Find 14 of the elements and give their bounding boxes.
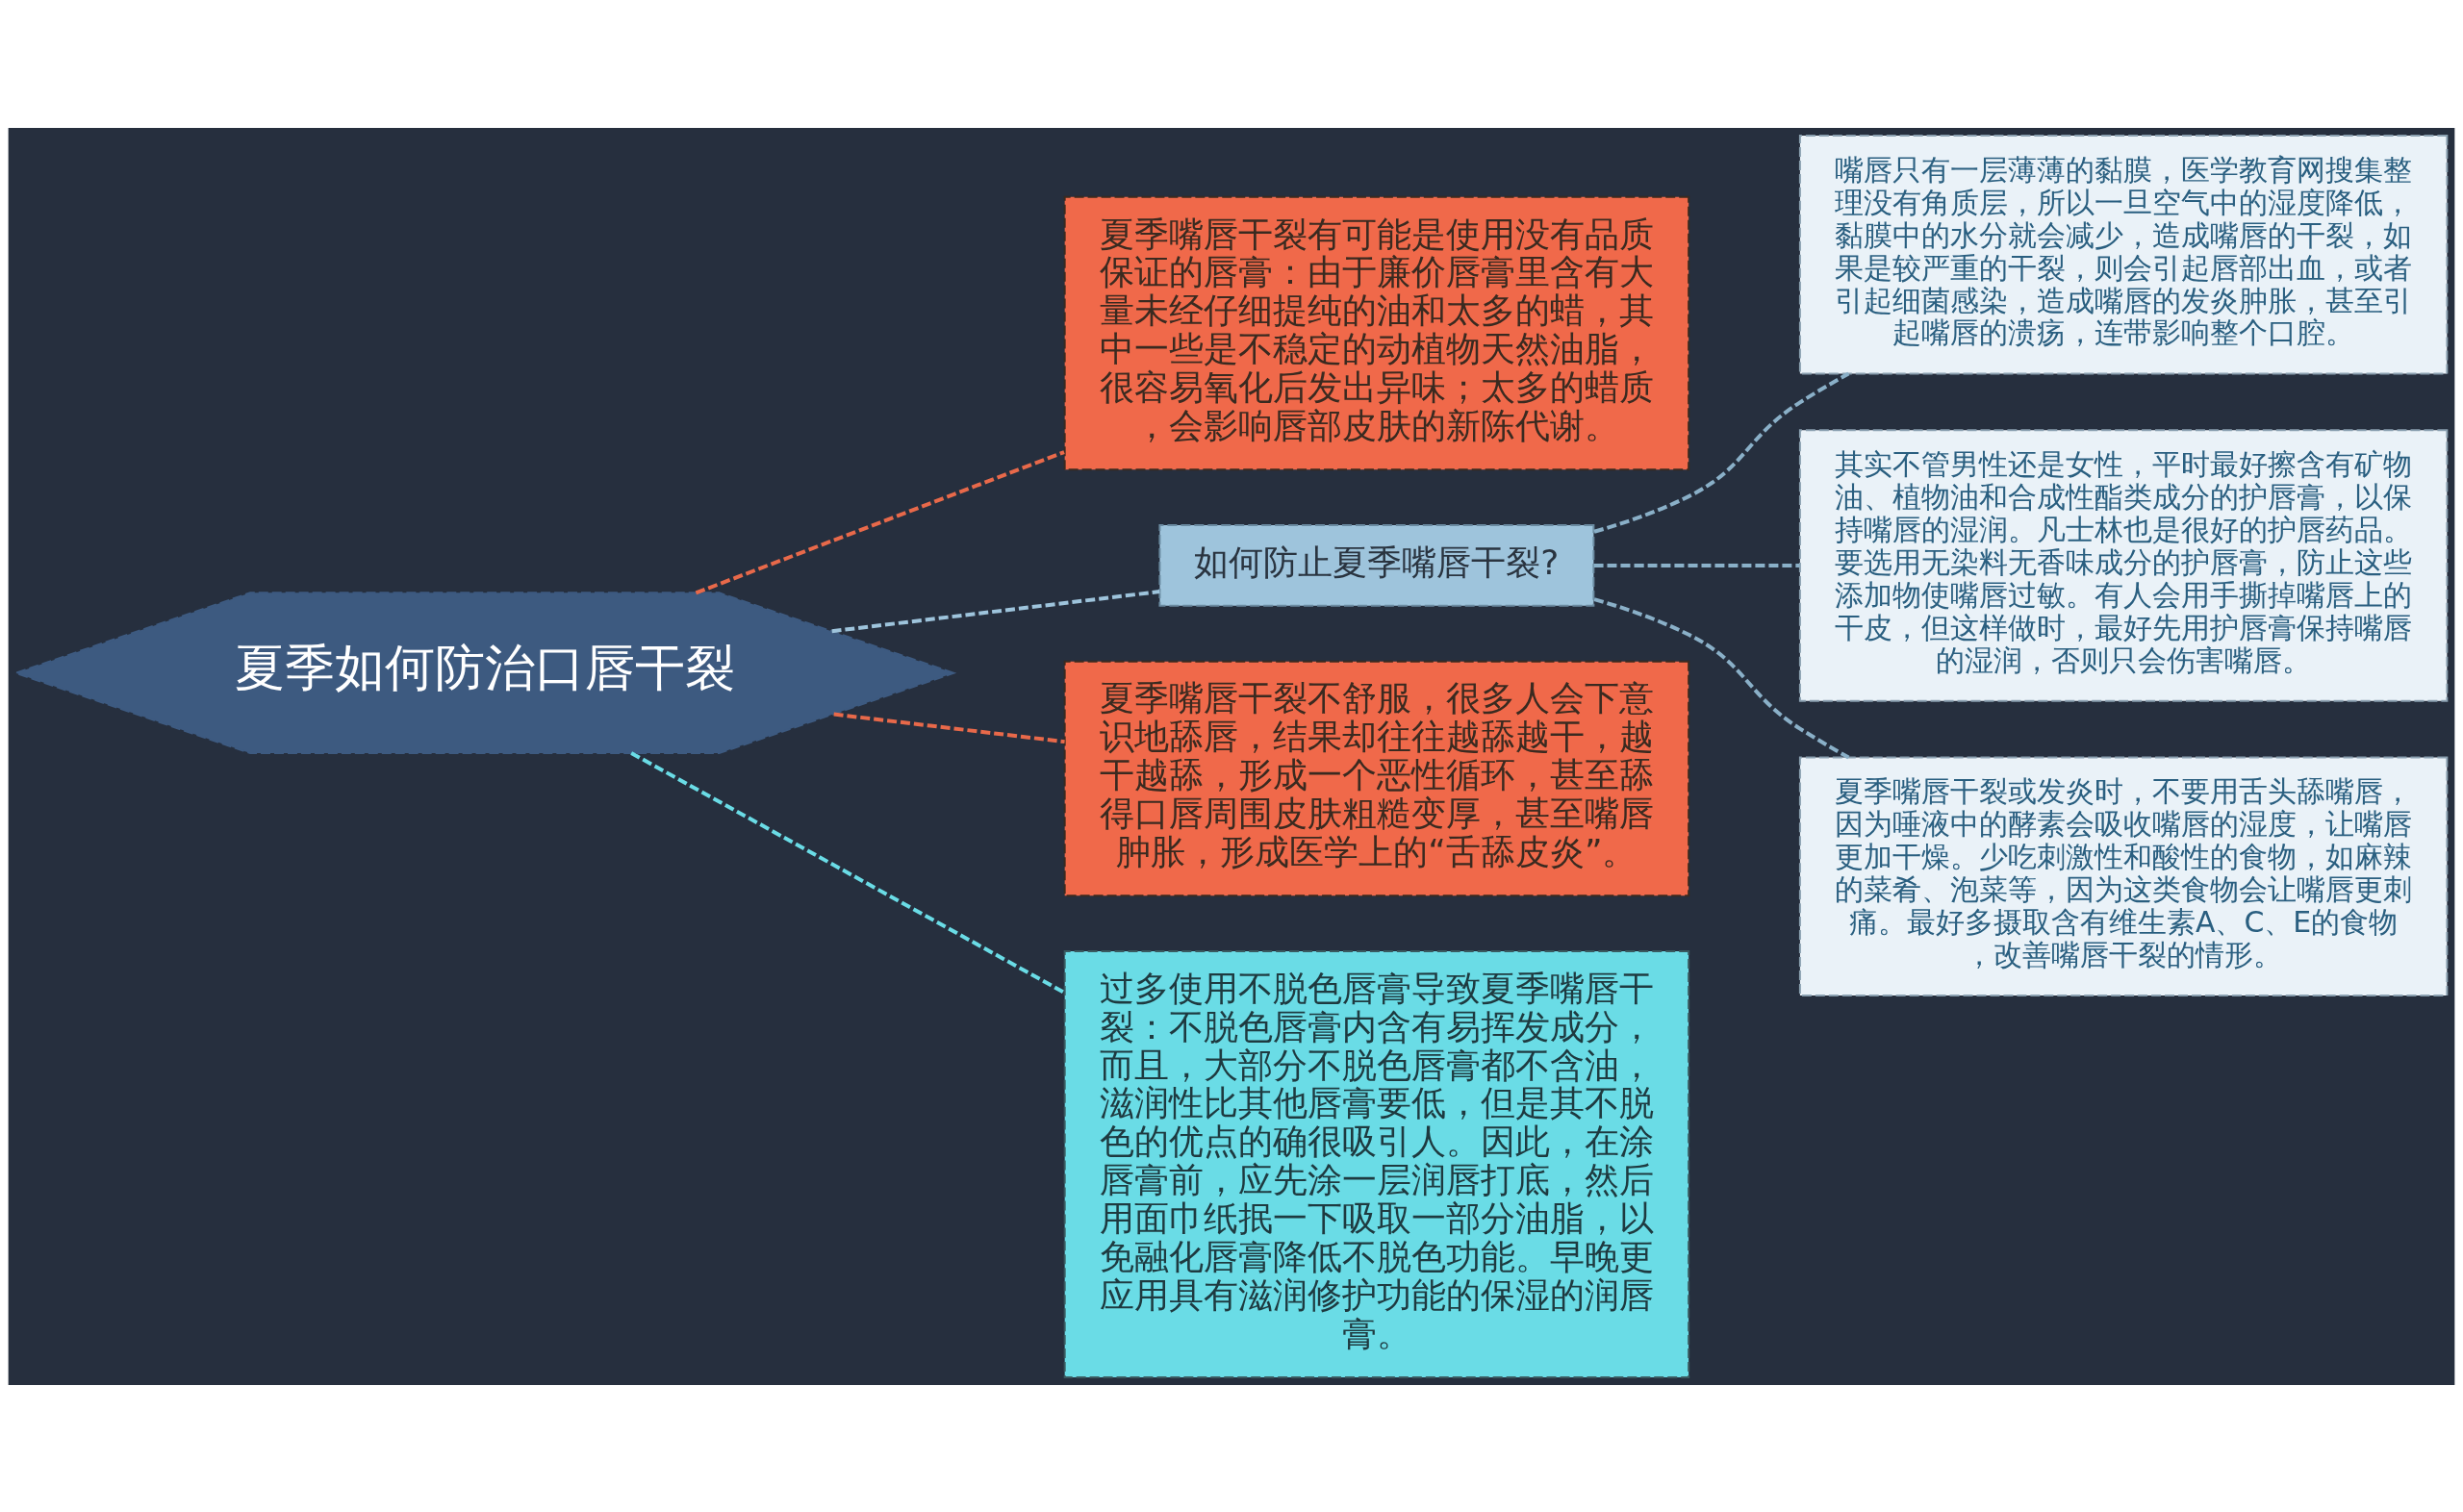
node-box: 夏季嘴唇干裂或发炎时，不要用舌头舔嘴唇，因为唾液中的酵素会吸收嘴唇的湿度，让嘴唇更加干燥。少吃刺激性和酸性的食物，如麻辣的菜肴、泡菜等，因为这类食物会让嘴唇更刺痛。最好多摄取含有维生素A、C、E的食物，改善嘴唇干裂的情形。 bbox=[1798, 756, 2449, 996]
connector bbox=[1593, 596, 1850, 759]
connector bbox=[630, 750, 1066, 995]
node-box: 夏季嘴唇干裂不舒服，很多人会下意识地舔唇，结果却往往越舔越干，越干越舔，形成一个恶性循环，甚至舔得口唇周围皮肤粗糙变厚，甚至嘴唇肿胀，形成医学上的“舌舔皮炎”。 bbox=[1063, 660, 1690, 896]
node-box: 如何防止夏季嘴唇干裂? bbox=[1158, 523, 1595, 607]
connector bbox=[1593, 563, 1800, 567]
connector bbox=[1593, 371, 1850, 534]
connector bbox=[833, 712, 1065, 743]
node-box: 嘴唇只有一层薄薄的黏膜，医学教育网搜集整理没有角质层，所以一旦空气中的湿度降低，黏膜中的水分就会减少，造成嘴唇的干裂，如果是较严重的干裂，则会引起唇部出血，或者引起细菌感染，造成嘴唇的发炎肿胀，甚至引起嘴唇的溃疡，连带影响整个口腔。 bbox=[1798, 134, 2449, 374]
node-box: 夏季嘴唇干裂有可能是使用没有品质保证的唇膏：由于廉价唇膏里含有大量未经仔细提纯的油和太多的蜡，其中一些是不稳定的动植物天然油脂，很容易氧化后发出异味；太多的蜡质，会影响唇部皮肤的新陈代谢。 bbox=[1063, 195, 1690, 470]
connector bbox=[831, 589, 1160, 633]
connector bbox=[695, 449, 1065, 594]
node-box: 其实不管男性还是女性，平时最好擦含有矿物油、植物油和合成性酯类成分的护唇膏，以保持嘴唇的湿润。凡士林也是很好的护唇药品。要选用无染料无香味成分的护唇膏，防止这些添加物使嘴唇过敏。有人会用手撕掉嘴唇上的干皮，但这样做时，最好先用护唇膏保持嘴唇的湿润，否则只会伤害嘴唇。 bbox=[1798, 428, 2449, 702]
node-box: 过多使用不脱色唇膏导致夏季嘴唇干裂：不脱色唇膏内含有易挥发成分，而且，大部分不脱色唇膏都不含油，滋润性比其他唇膏要低，但是其不脱色的优点的确很吸引人。因此，在涂唇膏前，应先涂一层润唇打底，然后用面巾纸抿一下吸取一部分油脂，以免融化唇膏降低不脱色功能。早晚更应用具有滋润修护功能的保湿的润唇膏。 bbox=[1063, 949, 1690, 1378]
